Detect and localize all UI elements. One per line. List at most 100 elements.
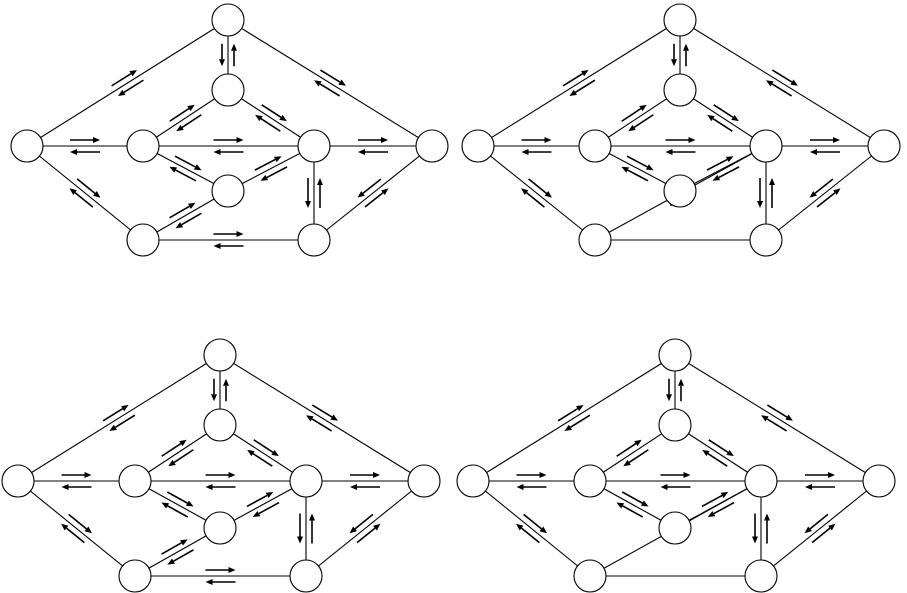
flow-inner_top-inner_right-arrow-backward: [702, 449, 728, 467]
flow-top-left-arrow-to-left: [564, 414, 591, 432]
flow-inner_left-inner_right-arrow-forward: [213, 137, 244, 143]
edge-right-bottom_right: [313, 145, 433, 241]
node-right: [867, 129, 901, 163]
edge-left-bottom_left: [17, 480, 136, 577]
node-inner-right: [297, 129, 331, 163]
flow-inner_right-right-arrow-forward: [810, 137, 840, 143]
node-inner-left: [126, 129, 160, 163]
flow-left-bottom_left-arrow-backward: [61, 523, 85, 544]
flow-right-bottom_right-arrow-backward: [811, 523, 836, 544]
flow-inner_mid-inner_right-arrow-backward: [707, 501, 735, 517]
flow-inner_mid-inner_right-arrow-forward: [246, 492, 274, 508]
node-inner-top: [663, 73, 697, 107]
node-inner-mid: [211, 174, 245, 208]
flow-top-left-arrow-to-top: [111, 69, 138, 87]
panel-bottom-left: [1, 338, 441, 593]
flow-bottom_left-inner_mid-arrow-forward: [169, 202, 196, 219]
flow-inner_left-inner_top-arrow-backward: [176, 114, 202, 132]
node-bottom-left: [118, 559, 152, 593]
flow-bottom_left-bottom_right-arrow-forward: [213, 231, 244, 237]
flow-bottom_left-bottom_right-arrow-backward: [205, 579, 236, 585]
flow-top-left-arrow-to-top: [562, 69, 589, 87]
node-left: [461, 129, 495, 163]
flow-top-left-arrow-to-top: [557, 404, 584, 422]
flow-right-bottom_right-arrow-forward: [804, 513, 829, 534]
flow-inner_top-inner_right-arrow-backward: [707, 114, 733, 132]
flow-inner_left-inner_right-arrow-backward: [665, 149, 696, 155]
edge-left-bottom_left: [477, 145, 596, 241]
panel-top-left: [10, 3, 449, 257]
flow-top-inner_top-arrow-up: [223, 378, 229, 402]
edge-inner_left-inner_top: [594, 89, 681, 147]
node-top: [658, 338, 692, 372]
node-top: [211, 3, 245, 37]
node-bottom-left: [578, 223, 612, 257]
flow-inner_left-inner_mid-arrow-backward: [161, 502, 189, 518]
flow-right-bottom_right-arrow-backward: [816, 188, 841, 208]
flow-left-inner_left-arrow-backward: [61, 484, 92, 490]
flow-top-left-arrow-to-top: [102, 404, 129, 422]
edge-top-left: [26, 19, 229, 147]
flow-inner_left-inner_mid-arrow-backward: [616, 502, 644, 518]
node-inner-mid: [658, 511, 692, 545]
flow-top-inner_top-arrow-down: [666, 378, 672, 402]
flow-inner_left-inner_mid-arrow-forward: [621, 491, 649, 507]
flow-top-left-arrow-to-left: [109, 414, 136, 432]
flow-top-inner_top-arrow-up: [678, 378, 684, 402]
flow-bottom_left-bottom_right-arrow-forward: [205, 567, 236, 573]
flow-left-inner_left-arrow-backward: [516, 484, 547, 490]
flow-left-inner_left-arrow-forward: [521, 137, 552, 143]
flow-inner_left-inner_mid-arrow-backward: [621, 166, 649, 182]
flow-inner_right-right-arrow-forward: [358, 137, 388, 143]
node-inner-top: [203, 408, 237, 442]
flow-inner_left-inner_top-arrow-forward: [161, 439, 187, 457]
node-left: [456, 464, 490, 498]
node-inner-right: [289, 464, 323, 498]
flow-inner_right-bottom_right-arrow-up: [317, 178, 323, 208]
flow-left-inner_left-arrow-forward: [516, 472, 547, 478]
flow-inner_right-right-arrow-backward: [358, 149, 388, 155]
flow-inner_mid-inner_right-arrow-forward: [254, 156, 282, 171]
flow-inner_right-bottom_right-arrow-up: [309, 513, 315, 544]
flow-top-right-arrow-to-top: [761, 415, 788, 432]
flow-left-inner_left-arrow-backward: [521, 149, 552, 155]
flow-inner_top-inner_right-arrow-backward: [247, 449, 273, 467]
flow-inner_top-inner_right-arrow-backward: [255, 114, 281, 132]
node-inner-left: [118, 464, 152, 498]
edge-top-right: [227, 19, 433, 147]
edge-inner_top-inner_right: [679, 89, 767, 147]
flow-top-right-arrow-to-top: [314, 80, 341, 97]
flow-inner_right-right-arrow-forward: [805, 472, 835, 478]
flow-inner_right-bottom_right-arrow-up: [769, 178, 775, 208]
flow-inner_left-inner_mid-arrow-forward: [626, 155, 654, 171]
flow-left-bottom_left-arrow-backward: [521, 188, 545, 208]
node-right: [415, 129, 449, 163]
flow-inner_left-inner_right-arrow-forward: [660, 472, 691, 478]
node-top: [663, 3, 697, 37]
flow-inner_right-right-arrow-backward: [805, 484, 835, 490]
flow-top-left-arrow-to-left: [117, 79, 144, 97]
edge-top-right: [219, 354, 425, 482]
edge-left-bottom_left: [472, 480, 591, 577]
edge-inner_top-inner_right: [674, 424, 762, 482]
flow-top-inner_top-arrow-down: [211, 378, 217, 402]
flow-inner_mid-inner_right-arrow-forward: [701, 492, 729, 508]
edge-top-left: [17, 354, 221, 482]
flow-inner_left-inner_right-arrow-forward: [205, 472, 236, 478]
flow-top-inner_top-arrow-down: [219, 43, 225, 67]
flow-top-right-arrow-to-top: [306, 415, 333, 432]
flow-left-inner_left-arrow-forward: [61, 472, 92, 478]
node-bottom-left: [126, 223, 160, 257]
flow-top-right-arrow-to-right: [766, 404, 793, 421]
flow-inner_mid-inner_right-arrow-backward: [260, 166, 288, 181]
flow-inner_right-bottom_right-arrow-up: [764, 513, 770, 544]
flow-bottom_left-inner_mid-arrow-backward: [175, 212, 202, 229]
panel-top-right: [461, 3, 901, 257]
flow-right-bottom_right-arrow-forward: [809, 178, 834, 198]
flow-inner_right-right-arrow-forward: [350, 472, 380, 478]
flow-inner_left-inner_mid-arrow-forward: [174, 155, 202, 171]
flow-top-inner_top-arrow-down: [671, 43, 677, 67]
edge-inner_top-inner_right: [219, 424, 307, 482]
flow-left-bottom_left-arrow-backward: [516, 523, 540, 544]
